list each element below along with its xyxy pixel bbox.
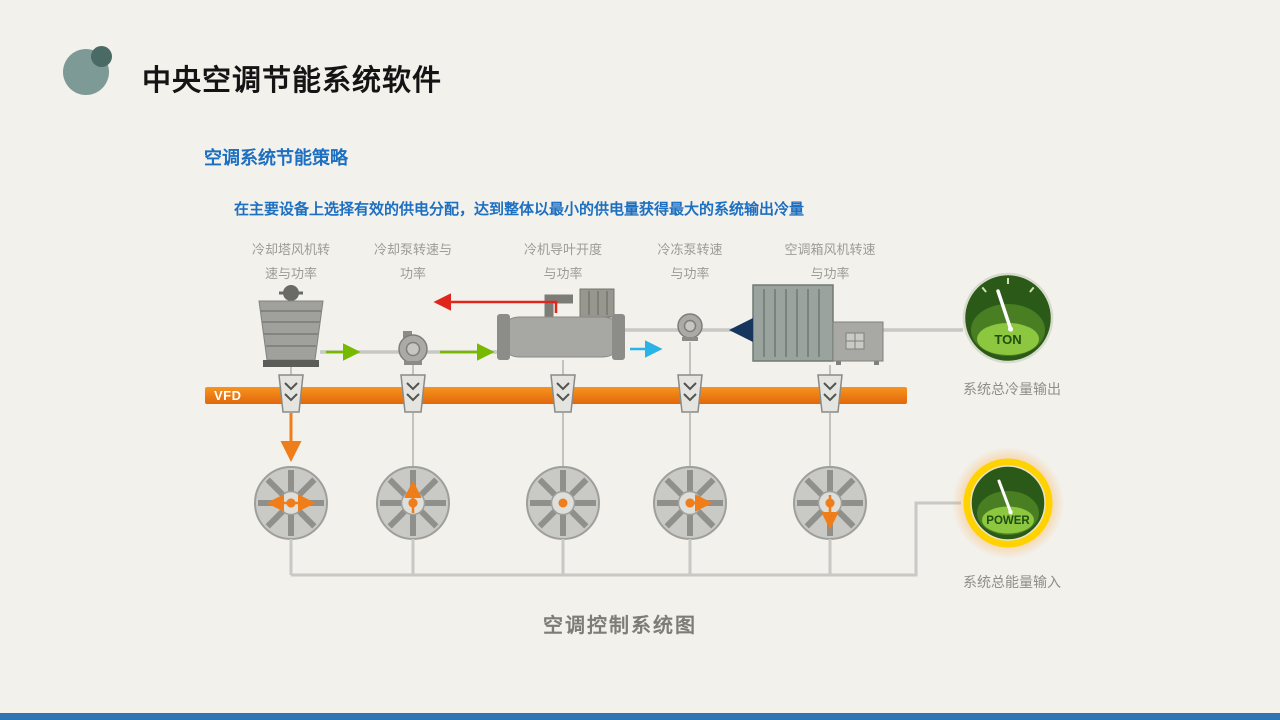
vfd-symbol: [278, 374, 304, 413]
diagram-caption: 空调控制系统图: [543, 615, 697, 637]
ton-gauge-caption: 系统总冷量输出: [963, 381, 1061, 397]
decorative-dot-icon: [91, 46, 112, 67]
chiller-label: 冷机导叶开度 与功率: [501, 238, 625, 286]
bottom-accent-bar: [0, 713, 1280, 720]
red-flow-arrow: [433, 293, 558, 313]
vfd-symbol: [400, 374, 426, 413]
vfd-symbol: [550, 374, 576, 413]
label-line2: 功率: [399, 266, 426, 282]
label-line2: 与功率: [543, 266, 583, 282]
section-subtitle: 空调系统节能策略: [204, 148, 348, 168]
label-line1: 冷机导叶开度: [523, 242, 602, 257]
vfd-symbol: [817, 374, 843, 413]
power-gauge: POWER: [952, 447, 1064, 559]
label-line2: 速与功率: [264, 266, 317, 282]
power-bus-lines: [289, 501, 961, 577]
ahu-icon: [752, 284, 884, 365]
label-line1: 冷冻泵转速: [657, 242, 723, 257]
cooling-pump-label: 冷却泵转速与 功率: [351, 238, 475, 286]
ton-gauge-label: TON: [994, 332, 1021, 347]
motor-wheel: [794, 467, 866, 539]
page-title: 中央空调节能系统软件: [142, 65, 443, 97]
chilled-pump-icon: [677, 313, 703, 341]
chiller-icon: [497, 288, 625, 360]
equipment-vfd-connectors: [290, 342, 831, 376]
power-gauge-label: POWER: [986, 515, 1030, 527]
vfd-label: VFD: [214, 388, 242, 403]
motor-wheel: [377, 467, 449, 539]
label-line1: 冷却塔风机转: [251, 242, 330, 257]
label-line2: 与功率: [670, 266, 710, 282]
cooling-tower-icon: [258, 285, 324, 367]
motor-wheel: [255, 467, 327, 539]
power-gauge-caption: 系统总能量输入: [963, 574, 1061, 590]
strategy-description: 在主要设备上选择有效的供电分配，达到整体以最小的供电量获得最大的系统输出冷量: [234, 201, 805, 218]
motor-wheel: [654, 467, 726, 539]
chilled-pump-label: 冷冻泵转速 与功率: [628, 238, 752, 286]
ton-gauge: TON: [962, 272, 1054, 364]
vfd-motor-links: [412, 413, 831, 466]
motor-wheel: [527, 467, 599, 539]
label-line2: 与功率: [810, 266, 850, 282]
label-line1: 空调箱风机转速: [784, 242, 876, 257]
vfd-symbol: [677, 374, 703, 413]
ahu-label: 空调箱风机转速 与功率: [756, 238, 904, 286]
cooling-tower-label: 冷却塔风机转 速与功率: [229, 238, 353, 286]
cooling-pump-icon: [398, 331, 428, 365]
label-line1: 冷却泵转速与: [373, 242, 452, 257]
